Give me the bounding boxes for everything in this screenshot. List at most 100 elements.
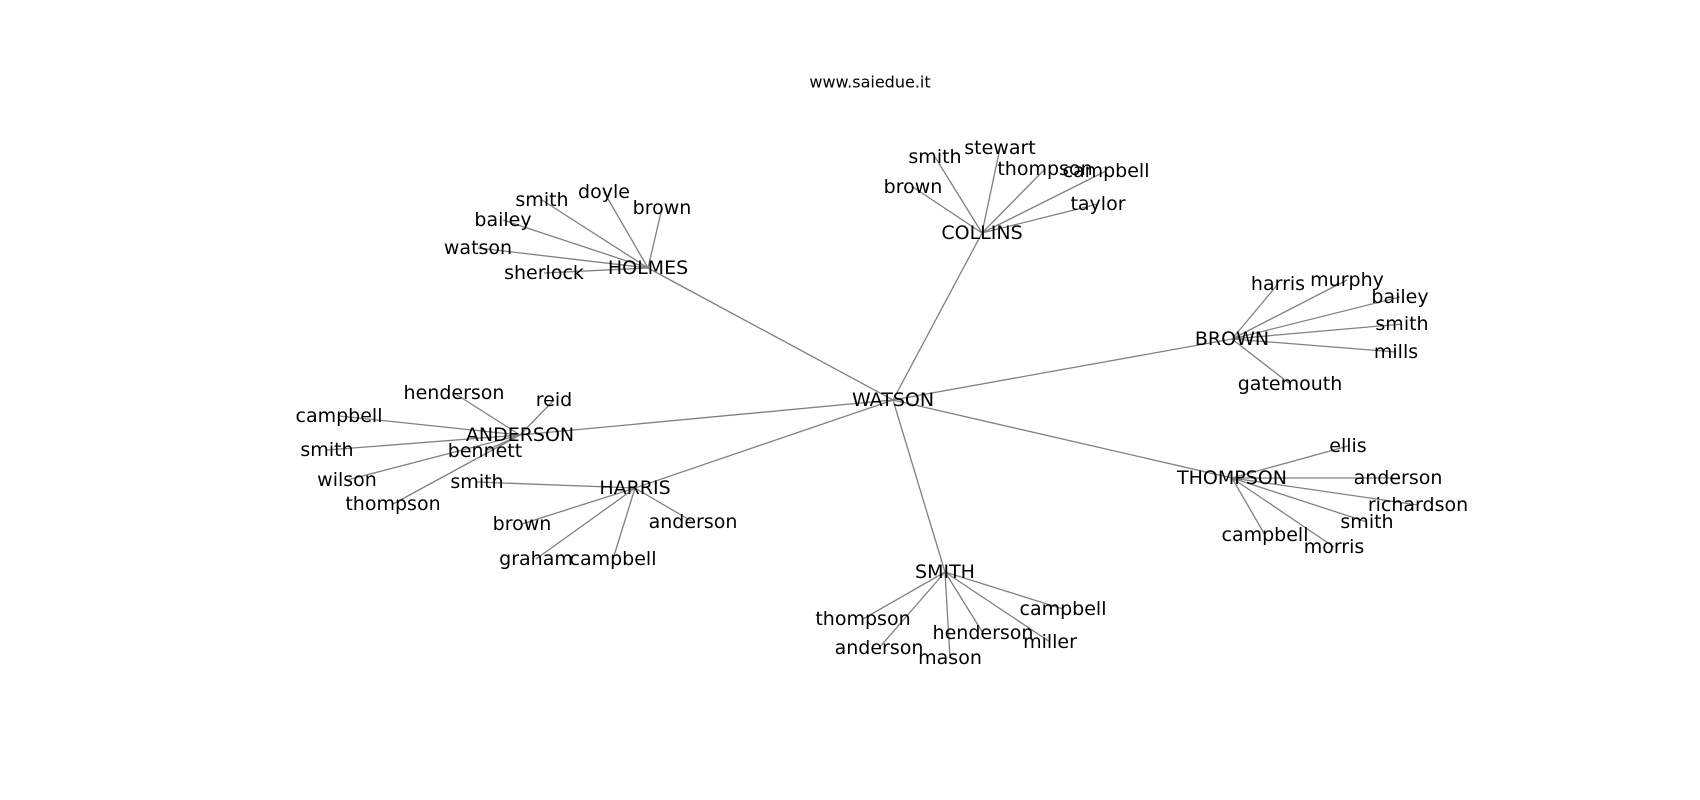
edge-line [1231, 338, 1397, 353]
edge-line [392, 434, 521, 505]
edge-line [1231, 477, 1368, 523]
leaf-node-label: morris [1304, 536, 1365, 558]
edges-layer [326, 147, 1419, 659]
edge-line [912, 186, 983, 234]
leaf-node-label: stewart [964, 137, 1035, 159]
leaf-node-label: henderson [933, 622, 1034, 644]
edge-line [603, 191, 649, 269]
edge-line [1231, 477, 1266, 536]
leaf-node-label: watson [444, 237, 512, 259]
root-node-label: WATSON [852, 389, 934, 411]
hub-node-label: COLLINS [941, 222, 1022, 244]
leaf-node-label: mason [918, 647, 982, 669]
hub-node-label: BROWN [1195, 328, 1269, 350]
leaf-node-label: campbell [1063, 160, 1150, 182]
leaf-node-label: brown [633, 197, 692, 219]
edge-line [981, 168, 1046, 234]
edge-line [1231, 296, 1401, 340]
hub-node-label: HOLMES [608, 257, 688, 279]
site-watermark: www.saiedue.it [809, 73, 930, 92]
edge-line [944, 571, 1051, 643]
leaf-node-label: miller [1023, 631, 1077, 653]
leaf-node-label: bailey [1371, 286, 1428, 308]
hub-node-label: SMITH [915, 561, 975, 583]
leaf-node-label: brown [884, 176, 943, 198]
edge-line [634, 399, 894, 489]
leaf-node-label: smith [1375, 313, 1428, 335]
leaf-node-label: ellis [1329, 435, 1366, 457]
edge-line [519, 399, 555, 436]
leaf-node-label: thompson [345, 493, 440, 515]
leaf-node-label: henderson [404, 382, 505, 404]
edge-line [1231, 477, 1419, 506]
leaf-node-label: gatemouth [1238, 373, 1343, 395]
edge-line [612, 487, 636, 560]
leaf-node-label: graham [499, 548, 573, 570]
leaf-node-label: doyle [578, 181, 630, 203]
edge-line [477, 247, 649, 269]
leaf-node-label: anderson [1354, 467, 1443, 489]
edge-line [476, 481, 636, 489]
edge-line [647, 207, 663, 269]
leaf-node-label: thompson [815, 608, 910, 630]
edge-line [484, 434, 521, 452]
leaf-node-label: wilson [317, 469, 377, 491]
leaf-node-label: anderson [649, 511, 738, 533]
edge-line [934, 156, 983, 234]
leaf-node-label: campbell [296, 405, 383, 427]
edge-line [1231, 279, 1348, 340]
leaf-node-label: smith [300, 439, 353, 461]
edge-line [944, 571, 984, 634]
edge-line [944, 571, 1064, 610]
edge-line [634, 487, 694, 523]
leaf-node-label: campbell [1020, 598, 1107, 620]
leaf-node-label: mills [1374, 341, 1418, 363]
leaf-node-label: brown [493, 513, 552, 535]
hub-node-label: HARRIS [599, 477, 670, 499]
edge-line [981, 170, 1107, 234]
edge-line [543, 267, 649, 274]
edge-line [862, 571, 946, 620]
leaf-node-label: taylor [1070, 193, 1125, 215]
leaf-node-label: smith [1340, 511, 1393, 533]
leaf-node-label: harris [1251, 273, 1305, 295]
edge-line [981, 147, 1001, 234]
edge-line [878, 571, 946, 649]
edge-line [541, 199, 649, 269]
hub-node-label: ANDERSON [466, 424, 574, 446]
edge-line [981, 203, 1099, 234]
edge-line [521, 487, 636, 525]
edge-line [892, 338, 1233, 401]
leaf-node-label: bailey [474, 209, 531, 231]
edge-line [944, 571, 951, 659]
leaf-node-label: thompson [997, 158, 1092, 180]
leaf-node-label: anderson [835, 637, 924, 659]
leaf-node-label: campbell [570, 548, 657, 570]
leaf-node-label: smith [450, 471, 503, 493]
edge-line [453, 392, 521, 436]
leaf-node-label: smith [515, 189, 568, 211]
edge-line [326, 434, 521, 451]
edge-line [535, 487, 636, 560]
edge-line [647, 267, 894, 401]
edge-line [519, 399, 894, 436]
edge-line [502, 219, 649, 269]
edge-line [1231, 445, 1349, 479]
edge-line [892, 399, 946, 573]
leaf-node-label: bennett [448, 440, 522, 462]
edge-line [346, 434, 521, 481]
leaf-node-label: richardson [1368, 494, 1468, 516]
leaf-node-label: campbell [1222, 524, 1309, 546]
leaf-node-label: reid [536, 389, 572, 411]
edge-line [338, 415, 521, 436]
leaf-node-label: sherlock [504, 262, 584, 284]
edge-line [1231, 283, 1279, 340]
edge-line [1231, 338, 1291, 385]
edge-line [892, 232, 983, 401]
leaf-node-label: smith [908, 146, 961, 168]
hub-node-label: THOMPSON [1176, 467, 1287, 489]
edge-line [1231, 477, 1335, 548]
leaf-node-label: murphy [1310, 269, 1384, 291]
